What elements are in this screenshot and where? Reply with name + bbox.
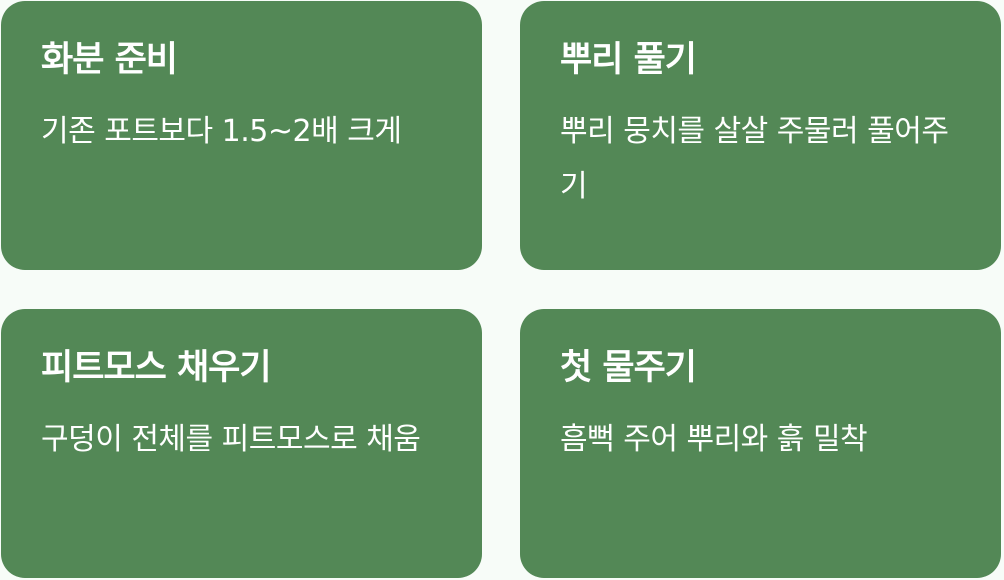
card-title: 화분 준비	[41, 40, 178, 80]
card-description: 구덩이 전체를 피트모스로 채움	[41, 422, 421, 457]
step-card-first-watering: 첫 물주기 흠뻑 주어 뿌리와 흙 밀착	[520, 309, 1001, 578]
step-card-pot-preparation: 화분 준비 기존 포트보다 1.5~2배 크게	[1, 1, 482, 270]
card-title: 피트모스 채우기	[41, 348, 272, 388]
card-description: 기존 포트보다 1.5~2배 크게	[41, 114, 402, 149]
card-title: 뿌리 풀기	[560, 40, 697, 80]
card-title: 첫 물주기	[560, 348, 697, 388]
card-description: 흠뻑 주어 뿌리와 흙 밀착	[560, 422, 868, 457]
step-card-loosen-roots: 뿌리 풀기 뿌리 뭉치를 살살 주물러 풀어주기	[520, 1, 1001, 270]
step-card-fill-peat-moss: 피트모스 채우기 구덩이 전체를 피트모스로 채움	[1, 309, 482, 578]
card-description: 뿌리 뭉치를 살살 주물러 풀어주기	[560, 114, 949, 204]
